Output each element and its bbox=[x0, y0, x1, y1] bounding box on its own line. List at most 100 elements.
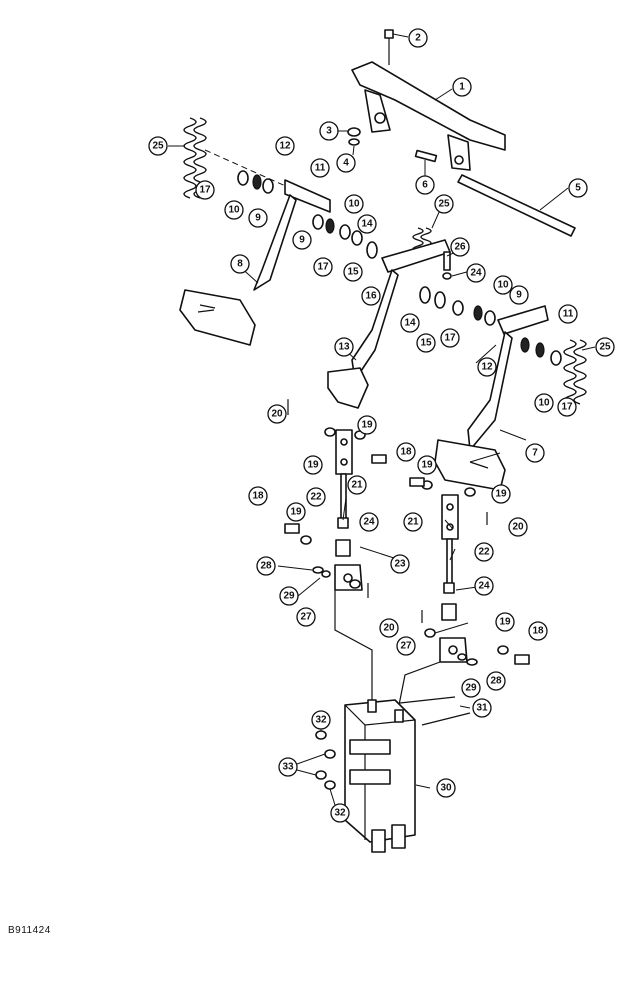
return-spring-right bbox=[563, 339, 587, 405]
washer-17-left bbox=[237, 170, 249, 186]
callout-29a: 29 bbox=[279, 586, 299, 606]
pedal-arm-left bbox=[179, 179, 331, 346]
svg-text:11: 11 bbox=[315, 163, 326, 174]
bolt-31-b bbox=[421, 712, 471, 726]
callout-19c: 19 bbox=[417, 455, 437, 475]
pin-18-c bbox=[284, 523, 300, 534]
callout-24b: 24 bbox=[359, 512, 379, 532]
linkage-left bbox=[334, 590, 373, 710]
callout-23: 23 bbox=[390, 554, 410, 574]
svg-text:27: 27 bbox=[400, 641, 412, 652]
callout-31: 31 bbox=[472, 698, 492, 718]
nut-33-bottom bbox=[315, 770, 327, 780]
svg-text:24: 24 bbox=[478, 581, 490, 592]
svg-text:7: 7 bbox=[532, 448, 538, 459]
nut-33-top bbox=[324, 749, 336, 759]
svg-text:24: 24 bbox=[363, 517, 375, 528]
callout-6: 6 bbox=[415, 175, 435, 195]
leader-lines bbox=[168, 33, 596, 789]
svg-text:22: 22 bbox=[478, 547, 490, 558]
callout-13: 13 bbox=[334, 337, 354, 357]
svg-text:8: 8 bbox=[237, 259, 243, 270]
pin-18-d bbox=[514, 654, 530, 665]
callout-25b: 25 bbox=[434, 194, 454, 214]
nut-24-top bbox=[442, 272, 452, 280]
callout-15a: 15 bbox=[343, 262, 363, 282]
bushing-9-left bbox=[262, 178, 274, 194]
svg-text:32: 32 bbox=[315, 715, 327, 726]
svg-text:11: 11 bbox=[563, 309, 574, 320]
callout-25c: 25 bbox=[595, 337, 615, 357]
callout-17c: 17 bbox=[440, 328, 460, 348]
bushing-9-right-outer bbox=[520, 337, 530, 353]
callout-14a: 14 bbox=[357, 214, 377, 234]
washer-19-d bbox=[464, 487, 476, 497]
svg-text:9: 9 bbox=[255, 213, 261, 224]
callout-32a: 32 bbox=[311, 710, 331, 730]
callout-32b: 32 bbox=[330, 803, 350, 823]
svg-text:16: 16 bbox=[365, 291, 377, 302]
callout-2: 2 bbox=[408, 28, 428, 48]
callout-10d: 10 bbox=[534, 393, 554, 413]
callout-4: 4 bbox=[336, 153, 356, 173]
nut-28-right bbox=[466, 658, 478, 666]
svg-text:1: 1 bbox=[459, 82, 465, 93]
callout-22a: 22 bbox=[306, 487, 326, 507]
svg-text:21: 21 bbox=[407, 517, 419, 528]
callouts: 1 2 3 4 5 6 7 8 9 9 9 10 10 10 10 11 11 … bbox=[148, 28, 615, 823]
svg-text:20: 20 bbox=[271, 409, 283, 420]
washer-32-top bbox=[315, 730, 327, 740]
svg-text:10: 10 bbox=[538, 398, 550, 409]
mounting-bracket bbox=[351, 61, 506, 171]
bushing-10-right bbox=[473, 305, 483, 321]
svg-text:5: 5 bbox=[575, 183, 581, 194]
svg-text:12: 12 bbox=[481, 362, 493, 373]
callout-16: 16 bbox=[361, 286, 381, 306]
svg-text:17: 17 bbox=[317, 262, 329, 273]
callout-29b: 29 bbox=[461, 678, 481, 698]
bellcrank-left bbox=[334, 564, 363, 591]
svg-text:22: 22 bbox=[310, 492, 322, 503]
figure-code: B911424 bbox=[8, 925, 51, 936]
shaft-5 bbox=[457, 174, 576, 237]
callout-5: 5 bbox=[568, 178, 588, 198]
washer-29-left bbox=[321, 570, 331, 578]
callout-21a: 21 bbox=[347, 475, 367, 495]
washer-29-right bbox=[457, 653, 467, 661]
bushing-14-center bbox=[366, 241, 378, 259]
callout-10a: 10 bbox=[224, 200, 244, 220]
svg-text:6: 6 bbox=[422, 180, 428, 191]
bolt-2 bbox=[384, 29, 394, 65]
callout-24c: 24 bbox=[474, 576, 494, 596]
callout-7: 7 bbox=[525, 443, 545, 463]
svg-text:25: 25 bbox=[599, 342, 611, 353]
svg-text:2: 2 bbox=[415, 33, 421, 44]
callout-10c: 10 bbox=[493, 275, 513, 295]
callout-17b: 17 bbox=[313, 257, 333, 277]
svg-text:3: 3 bbox=[326, 126, 332, 137]
callout-9a: 9 bbox=[248, 208, 268, 228]
pedal-arm-center bbox=[327, 239, 451, 409]
bushing-10-right-outer bbox=[535, 342, 545, 358]
washer-19-e bbox=[300, 535, 312, 545]
svg-text:19: 19 bbox=[499, 617, 511, 628]
callout-15b: 15 bbox=[416, 333, 436, 353]
svg-text:18: 18 bbox=[400, 447, 412, 458]
washer-3 bbox=[347, 127, 361, 137]
svg-text:26: 26 bbox=[454, 242, 466, 253]
callout-18c: 18 bbox=[528, 621, 548, 641]
svg-text:28: 28 bbox=[490, 676, 502, 687]
callout-20b: 20 bbox=[508, 517, 528, 537]
callout-17d: 17 bbox=[557, 397, 577, 417]
callout-11a: 11 bbox=[310, 158, 330, 178]
svg-text:4: 4 bbox=[343, 158, 349, 169]
callout-9b: 9 bbox=[292, 230, 312, 250]
callout-24a: 24 bbox=[466, 263, 486, 283]
washer-17-right bbox=[452, 300, 464, 316]
bushing-9-right bbox=[484, 310, 496, 326]
washer-19-a bbox=[324, 427, 336, 437]
linkage-right bbox=[397, 661, 441, 711]
callout-22b: 22 bbox=[474, 542, 494, 562]
svg-text:12: 12 bbox=[279, 141, 291, 152]
svg-text:25: 25 bbox=[152, 141, 164, 152]
